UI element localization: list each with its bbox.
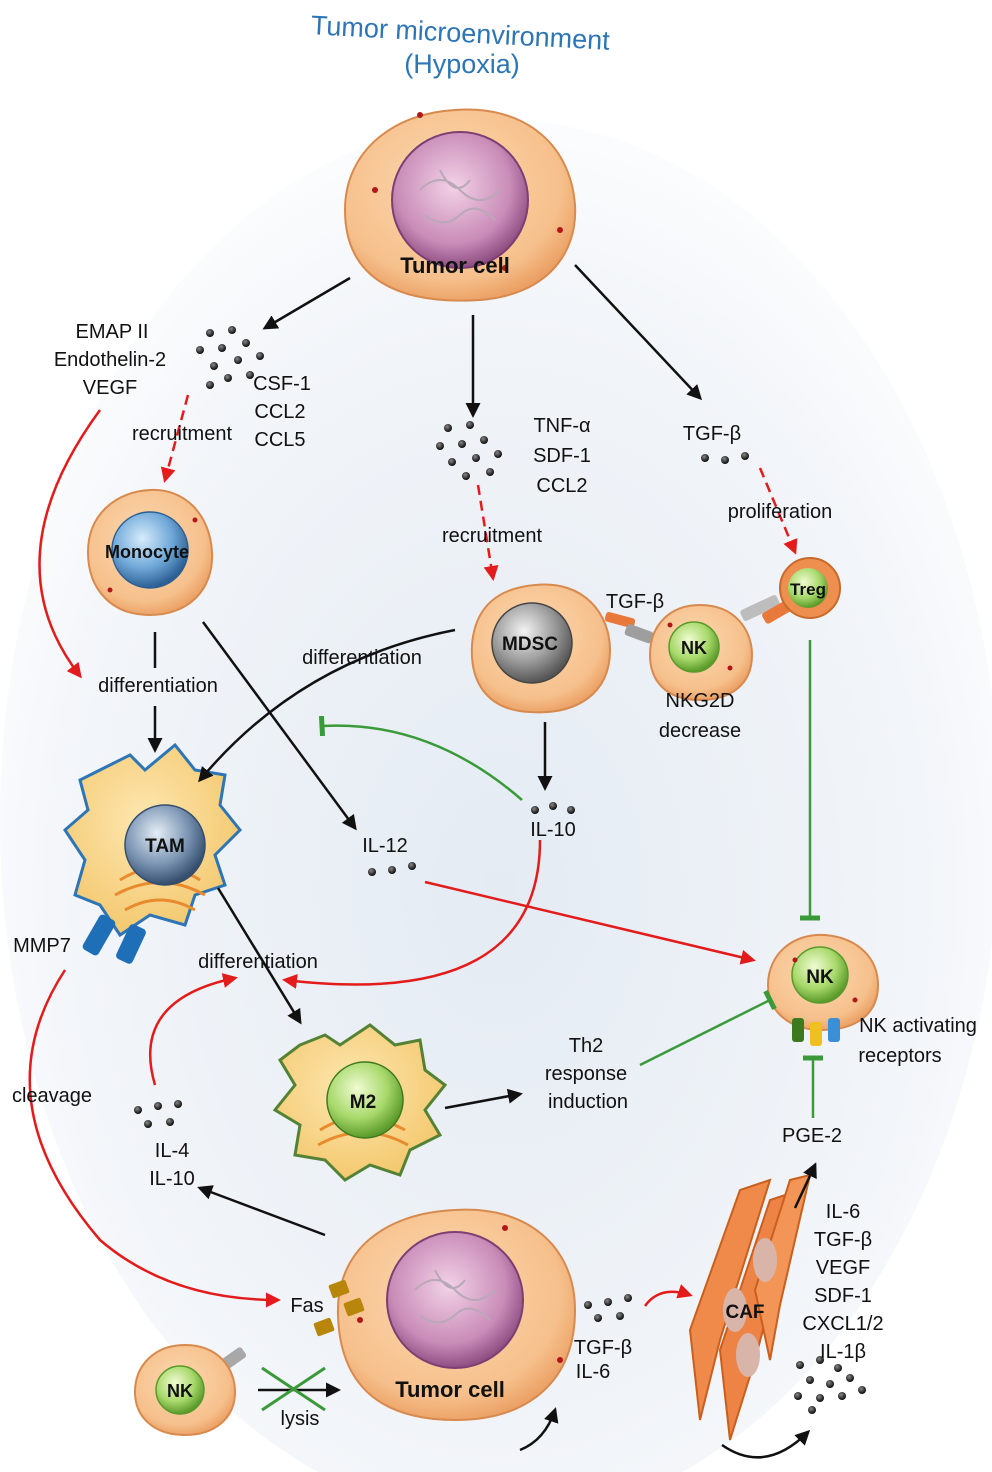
- monocyte-label: Monocyte: [105, 542, 189, 562]
- nk-mdsc-cell: NK: [624, 603, 754, 702]
- left-factor-1: EMAP II: [76, 321, 149, 343]
- tgfb-top-label: TGF-β: [683, 423, 741, 445]
- tgfb-bottom-label: TGF-β: [574, 1337, 632, 1359]
- nk-bottom-cell: NK: [133, 1343, 247, 1437]
- mmp7-label: MMP7: [13, 935, 71, 957]
- caf-factor-4: SDF-1: [814, 1285, 872, 1307]
- arrow-tumor-to-tgfb-il6: [519, 1407, 559, 1452]
- recruitment-center-label: recruitment: [442, 525, 542, 547]
- nk-right-cell: NK: [766, 933, 880, 1046]
- recruitment-left-label: recruitment: [132, 423, 232, 445]
- tumor-cell-bottom: Tumor cell: [313, 1208, 577, 1422]
- nkg2d-line2-text: decrease: [659, 720, 741, 742]
- caf-cells: CAF: [688, 1173, 812, 1441]
- th2-line3: induction: [548, 1091, 628, 1113]
- il10-lower-label: IL-10: [149, 1168, 195, 1190]
- caf-label: CAF: [725, 1302, 764, 1323]
- m2-label: M2: [350, 1092, 376, 1113]
- nk-receptors-line2: receptors: [858, 1045, 941, 1067]
- tgfb-mdsc-label: TGF-β: [606, 591, 664, 613]
- caf-factor-5: CXCL1/2: [802, 1313, 883, 1335]
- caf-factor-1: IL-6: [826, 1201, 860, 1223]
- caf-factor-2: TGF-β: [814, 1229, 872, 1251]
- left-factor-3: VEGF: [83, 377, 137, 399]
- cytokine-dots-il10: [531, 802, 575, 814]
- differentiation-m2-label: differentiation: [198, 951, 318, 973]
- nk-receptors-line1: NK activating: [859, 1015, 977, 1037]
- cytokine-dots-monocyte: [196, 326, 264, 389]
- nkg2d-line1: NKG2D: [666, 690, 735, 712]
- il4-label: IL-4: [155, 1140, 189, 1162]
- nk-mdsc-label: NK: [681, 638, 707, 658]
- arrow-tumor-to-monocyte-factors: [262, 276, 351, 330]
- caf-factor-3: VEGF: [816, 1257, 870, 1279]
- m2-cell: M2: [272, 1023, 448, 1182]
- il6-bottom-label: IL-6: [576, 1361, 610, 1383]
- arrow-emap-to-differentiation: [38, 409, 102, 679]
- cytokine-dots-il4: [134, 1100, 182, 1128]
- tam-label: TAM: [145, 836, 185, 857]
- cytokine-dots-il12: [368, 862, 416, 876]
- treg-label: Treg: [790, 580, 826, 599]
- cleavage-label: cleavage: [12, 1085, 92, 1107]
- treg-cell: Treg: [740, 557, 841, 624]
- lysis-cross-b: [261, 1366, 326, 1412]
- cytokine-dots-tgfb-top: [701, 452, 749, 464]
- arrow-il10-to-differentiation: [282, 839, 542, 989]
- pge2-label: PGE-2: [782, 1125, 842, 1147]
- fas-label: Fas: [290, 1295, 323, 1317]
- differentiation-mdsc-label: differentiation: [302, 647, 422, 669]
- monocyte-factor-3: CCL5: [254, 429, 305, 451]
- cytokine-dots-mdsc: [436, 421, 502, 480]
- arrows: [28, 264, 817, 1459]
- lysis-label: lysis: [281, 1408, 320, 1430]
- nk-bottom-label: NK: [167, 1381, 193, 1401]
- th2-line1: Th2: [569, 1035, 603, 1057]
- caf-factor-6: IL-1β: [820, 1341, 866, 1363]
- mdsc-cell: MDSC: [470, 583, 636, 714]
- arrow-tumor-to-il4: [197, 1185, 326, 1237]
- cytokine-dots-tgfb-il6: [584, 1294, 632, 1322]
- inhibit-th2-nk: [639, 989, 777, 1067]
- arrow-monocyte-to-il12: [201, 621, 357, 831]
- arrow-m2-to-th2: [444, 1088, 523, 1110]
- proliferation-label: proliferation: [728, 501, 833, 523]
- arrow-mmp7-cleavage-fas: [28, 969, 281, 1308]
- tumor-cell-top: Tumor cell: [343, 108, 577, 302]
- differentiation-left-label: differentiation: [98, 675, 218, 697]
- arrow-mdsc-to-tam: [198, 628, 456, 783]
- tumor-cell-bottom-label: Tumor cell: [395, 1377, 505, 1402]
- left-factor-2: Endothelin-2: [54, 349, 166, 371]
- mdsc-factor-2: SDF-1: [533, 445, 591, 467]
- monocyte-cell: Monocyte: [86, 488, 214, 617]
- il12-label: IL-12: [362, 835, 408, 857]
- mdsc-label: MDSC: [502, 634, 558, 655]
- arrow-recruitment-monocyte: [160, 394, 190, 483]
- arrow-caf-autocrine: [721, 1429, 811, 1459]
- arrow-il12-to-nk: [424, 880, 756, 965]
- tumor-cell-top-label: Tumor cell: [400, 253, 510, 278]
- mdsc-factor-1: TNF-α: [533, 415, 590, 437]
- arrow-il4-to-differentiation: [149, 973, 238, 1086]
- inhibition-lines: [261, 640, 823, 1412]
- arrow-tgfb-to-caf: [643, 1284, 693, 1307]
- nk-right-label: NK: [806, 967, 834, 988]
- cytokine-dots-caf: [794, 1356, 866, 1414]
- th2-line2: response: [545, 1063, 627, 1085]
- arrow-tumor-to-tgfb: [574, 264, 703, 401]
- tam-cell: TAM: [63, 742, 243, 964]
- monocyte-factor-1: CSF-1: [253, 373, 311, 395]
- il10-label: IL-10: [530, 819, 576, 841]
- arrow-tam-to-m2: [216, 887, 302, 1025]
- arrow-caf-to-pge2: [793, 1162, 817, 1209]
- mdsc-factor-3: CCL2: [536, 475, 587, 497]
- title-line2: (Hypoxia): [404, 49, 520, 79]
- inhibit-il10-il12: [318, 715, 523, 801]
- monocyte-factor-2: CCL2: [254, 401, 305, 423]
